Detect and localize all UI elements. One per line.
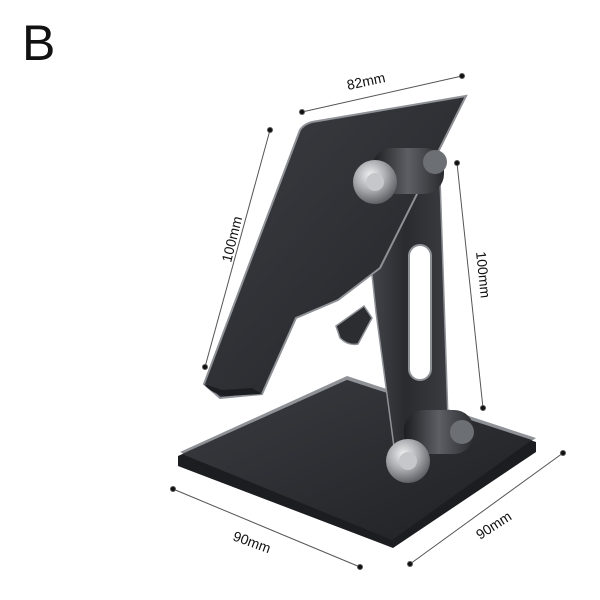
arm-slot xyxy=(408,244,432,381)
label-base-depth: 90mm xyxy=(473,508,514,543)
variant-letter: B xyxy=(22,15,56,71)
lower-hinge xyxy=(386,410,474,483)
label-base-width: 90mm xyxy=(231,528,273,556)
label-panel-height: 100mm xyxy=(218,215,245,264)
tablet-lip xyxy=(335,304,373,346)
upper-hinge xyxy=(353,148,447,204)
label-arm-height: 100mm xyxy=(473,251,494,299)
dimension-lines xyxy=(170,73,566,570)
label-top-width: 82mm xyxy=(345,69,386,93)
